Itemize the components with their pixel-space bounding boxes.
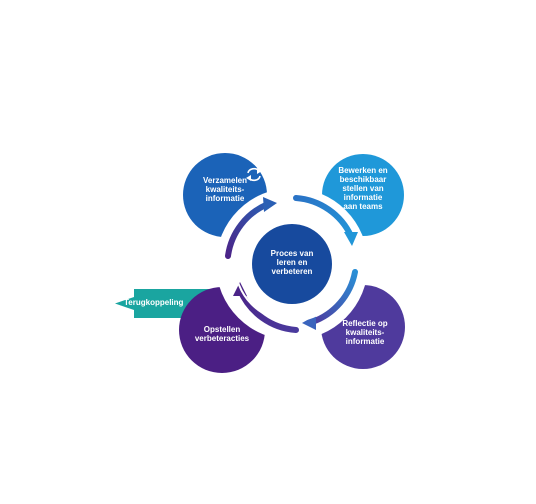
step-label-line: Bewerken en xyxy=(338,166,388,175)
cycle-arc-bottom-left xyxy=(237,287,299,333)
arrowhead-top xyxy=(263,197,277,212)
cycle-arc-top-right xyxy=(293,195,354,239)
arrowhead-bottom xyxy=(302,315,316,330)
arrowhead-right xyxy=(344,232,358,246)
step-label-process: Bewerken en beschikbaar stellen van info… xyxy=(327,166,399,211)
step-label-reflect: Reflectie op kwaliteits- informatie xyxy=(328,319,402,346)
feedback-label: Terugkoppeling xyxy=(124,298,184,307)
step-label-line: aan teams xyxy=(343,202,383,211)
step-label-line: verbeteracties xyxy=(194,334,250,343)
center-label-line: leren en xyxy=(276,258,308,267)
inner-ring xyxy=(234,206,350,322)
cycle-arc-top-left xyxy=(225,201,271,259)
center-label: Proces van leren en verbeteren xyxy=(252,249,332,276)
step-label-actions: Opstellen verbeteracties xyxy=(182,325,262,343)
step-label-line: informatie xyxy=(343,193,383,202)
step-label-line: informatie xyxy=(205,194,245,203)
step-label-line: kwaliteits- xyxy=(345,328,385,337)
cycle-arrows xyxy=(225,195,358,333)
step-label-line: stellen van xyxy=(342,184,384,193)
step-label-line: Verzamelen xyxy=(202,176,248,185)
center-label-line: verbeteren xyxy=(271,267,313,276)
step-label-line: Reflectie op xyxy=(342,319,388,328)
step-label-line: informatie xyxy=(345,337,385,346)
step-label-collect: Verzamelen kwaliteits- informatie xyxy=(190,176,260,203)
step-label-line: Opstellen xyxy=(203,325,241,334)
cycle-arc-bottom-right xyxy=(309,269,358,325)
center-label-line: Proces van xyxy=(270,249,314,258)
step-label-line: kwaliteits- xyxy=(205,185,245,194)
center-circle xyxy=(252,224,332,304)
refresh-icon xyxy=(246,167,262,182)
step-label-line: beschikbaar xyxy=(339,175,387,184)
